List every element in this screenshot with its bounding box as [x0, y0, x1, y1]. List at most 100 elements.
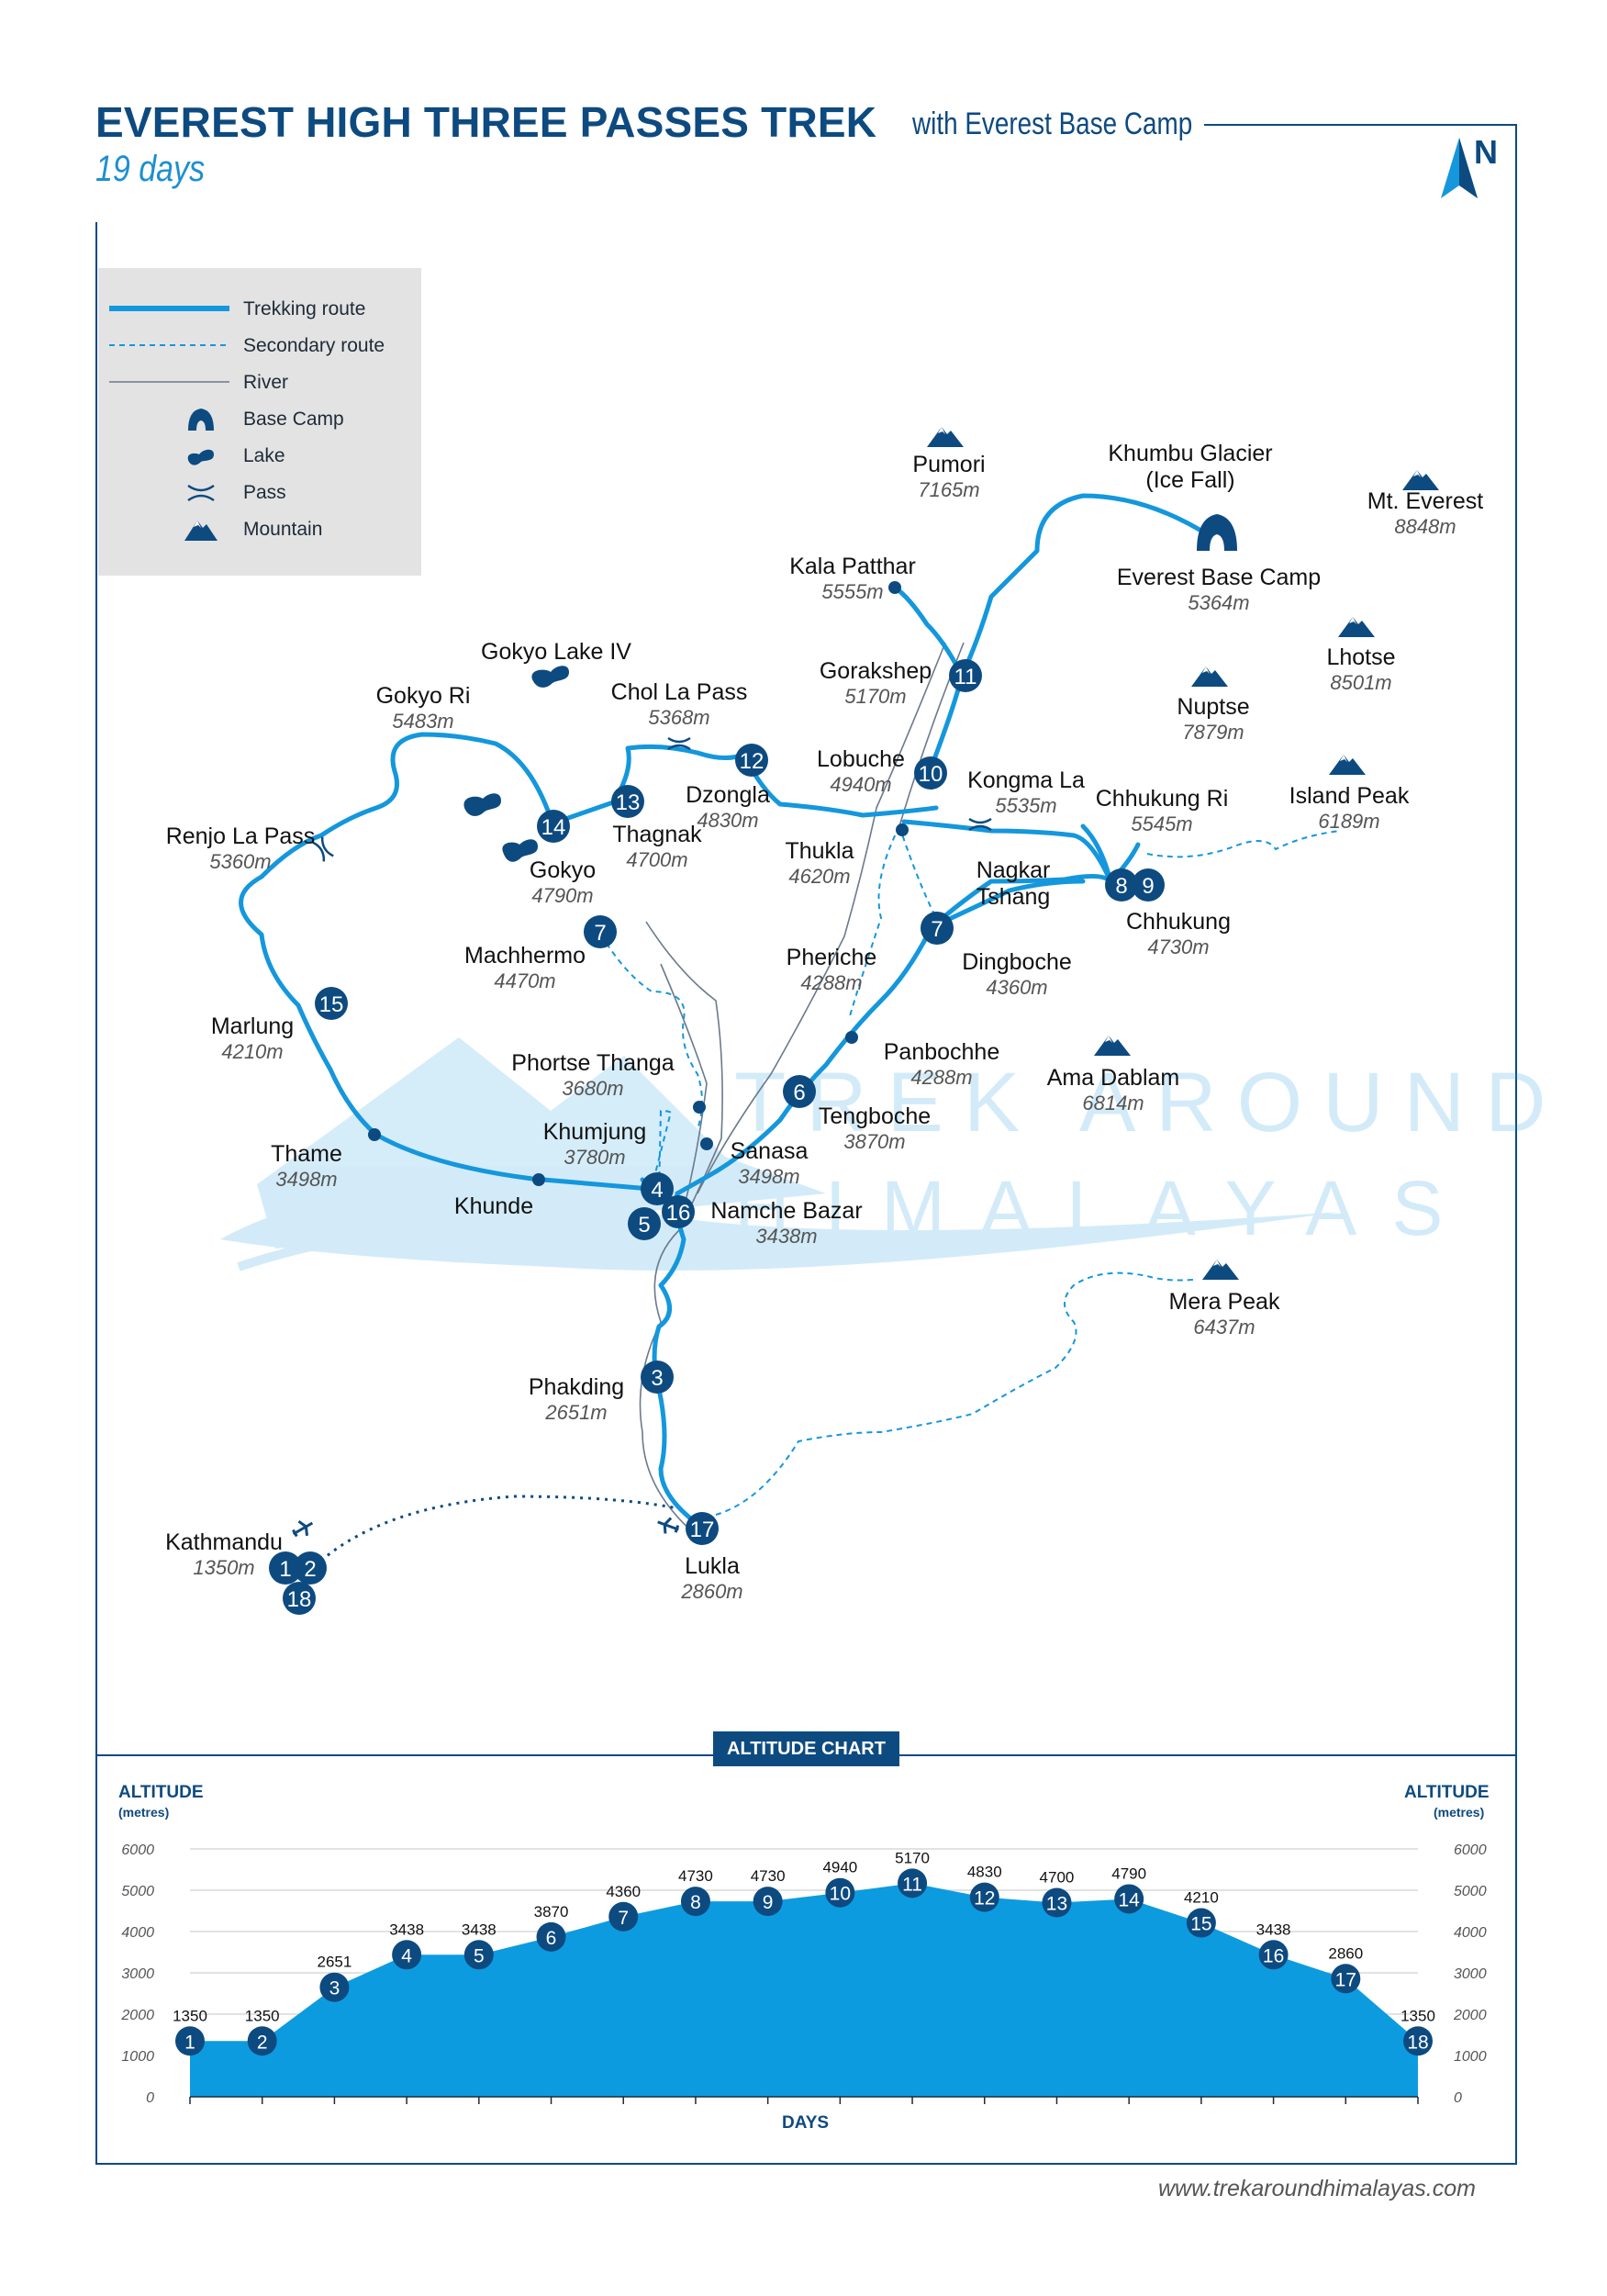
label-gokyo-lake-iv: Gokyo Lake IV: [481, 639, 631, 665]
y-axis-title-left: ALTITUDE: [118, 1783, 204, 1802]
y-tick-label-right: 4000: [1454, 1925, 1487, 1941]
waypoint-sanasa: [700, 1137, 713, 1150]
y-tick-label-left: 4000: [121, 1925, 154, 1941]
altitude-value-label: 4730: [751, 1867, 786, 1885]
lake-icon-gokyo-1: [463, 793, 501, 816]
day-point: [247, 2026, 277, 2056]
altitude-value-label: 4210: [1184, 1889, 1219, 1907]
mountains: [927, 427, 1439, 1280]
legend-item-trekking-route: Trekking route: [109, 298, 366, 319]
altitude-value-label: 3438: [462, 1921, 497, 1938]
airplane-icon-kathmandu: [292, 1519, 314, 1538]
tent-icon-everest-base-camp: [1197, 514, 1237, 551]
mountain-icon-mera-peak: [1202, 1260, 1239, 1280]
altitude-value-label: 4730: [678, 1867, 713, 1885]
day-point: [1403, 2026, 1433, 2056]
waypoint-kala-patthar: [888, 581, 901, 594]
altitude-value-label: 4830: [967, 1864, 1002, 1881]
y-tick-label-left: 1000: [121, 2049, 154, 2065]
mountain-icon: [184, 521, 218, 541]
day-marker-17: 17: [686, 1512, 719, 1545]
day-marker-1: 1: [269, 1551, 302, 1585]
day-marker-7-machhermo: 7: [584, 915, 617, 948]
y-tick-label-right: 2000: [1453, 2008, 1487, 2023]
day-point: [175, 2026, 205, 2056]
legend-item-base-camp: Base Camp: [98, 405, 421, 432]
day-point-label: 2: [257, 2032, 268, 2053]
x-axis-title: DAYS: [782, 2113, 830, 2133]
y-tick-label-left: 3000: [121, 1966, 154, 1982]
day-marker-4: 4: [641, 1172, 674, 1205]
waypoint-khunde: [532, 1173, 545, 1186]
mountain-icon-lhotse: [1338, 617, 1375, 637]
day-marker-8: 8: [1105, 868, 1138, 902]
pass-icon-renjo: [312, 836, 334, 862]
altitude-value-label: 1350: [173, 2007, 207, 2024]
svg-text:3: 3: [651, 1366, 663, 1391]
svg-text:14: 14: [541, 815, 566, 840]
legend-item-river: River: [109, 372, 289, 393]
day-point: [753, 1887, 783, 1917]
svg-text:7: 7: [594, 921, 606, 946]
y-tick-label-right: 1000: [1454, 2049, 1487, 2065]
day-point-label: 5: [474, 1945, 485, 1966]
north-label: N: [1474, 134, 1498, 171]
mountain-icon-nuptse: [1191, 666, 1228, 687]
mountain-icon-everest: [1402, 470, 1439, 490]
day-marker-6: 6: [783, 1075, 816, 1108]
day-point-label: 4: [401, 1945, 412, 1966]
lake-icon: [187, 449, 214, 465]
day-marker-14: 14: [537, 810, 570, 843]
svg-text:7: 7: [931, 917, 943, 942]
altitude-value-label: 4360: [606, 1883, 641, 1900]
day-point-label: 14: [1118, 1889, 1140, 1910]
svg-text:16: 16: [666, 1201, 691, 1226]
day-marker-5: 5: [628, 1207, 661, 1240]
svg-text:12: 12: [740, 749, 764, 774]
day-marker-18: 18: [283, 1582, 316, 1615]
day-marker-12: 12: [735, 744, 768, 777]
altitude-value-label: 1350: [1401, 2007, 1435, 2024]
day-point-label: 13: [1046, 1894, 1067, 1915]
legend-item-mountain: Mountain: [98, 515, 421, 543]
day-marker-9: 9: [1132, 868, 1165, 902]
altitude-value-label: 5170: [895, 1849, 930, 1866]
flight-route: [320, 1495, 687, 1562]
altitude-value-label: 3438: [389, 1921, 424, 1938]
day-point: [1331, 1964, 1361, 1994]
y-tick-label-left: 6000: [121, 1842, 154, 1858]
day-point-label: 17: [1335, 1969, 1356, 1990]
day-point: [1042, 1887, 1072, 1918]
waypoint-thame: [368, 1128, 381, 1141]
watermark-logo: TREK AROUND HIMALAYAS: [220, 1037, 1567, 1271]
day-point-label: 12: [974, 1888, 995, 1910]
day-marker-7-dingboche: 7: [921, 912, 954, 945]
watermark-text-line1: TREK AROUND: [734, 1056, 1567, 1149]
y-tick-label-left: 5000: [121, 1884, 154, 1899]
svg-text:10: 10: [919, 762, 943, 787]
svg-text:6: 6: [793, 1081, 805, 1105]
day-marker-3: 3: [641, 1361, 674, 1394]
legend-item-pass: Pass: [98, 478, 421, 506]
tent-icon: [188, 409, 214, 431]
website-url[interactable]: www.trekaroundhimalayas.com: [1158, 2176, 1476, 2201]
svg-text:2: 2: [304, 1557, 316, 1582]
lake-icon-gokyo-2: [502, 839, 538, 862]
